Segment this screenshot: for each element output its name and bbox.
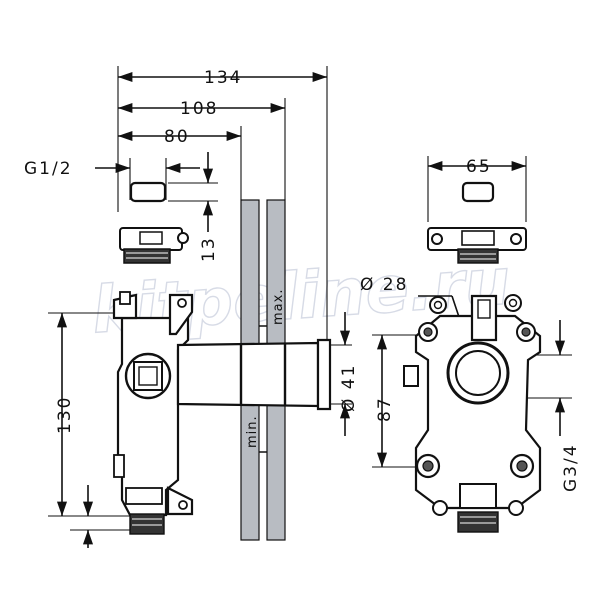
dim-65-label: 65 — [466, 157, 492, 177]
valve-body-side — [112, 291, 332, 535]
min-label: min. — [245, 415, 260, 448]
dim-28-label: Ø 28 — [360, 275, 408, 295]
dim-13-label: 13 — [199, 236, 219, 262]
dim-108-label: 108 — [180, 99, 218, 119]
dim-87-label: 87 — [375, 396, 395, 422]
dim-g34-label: G3/4 — [561, 443, 581, 492]
dim-130-label: 130 — [55, 396, 75, 434]
dim-80-label: 80 — [164, 127, 190, 147]
dim-134-label: 134 — [204, 68, 242, 88]
dim-g12-label: G1/2 — [24, 159, 73, 179]
plug-cap-right — [461, 181, 495, 203]
nut-fitting-right — [427, 227, 527, 264]
dim-41-label: Ø 41 — [339, 364, 359, 412]
nut-fitting-left — [119, 227, 189, 264]
max-label: max. — [271, 289, 286, 325]
valve-body-front — [403, 294, 542, 533]
plug-cap-left — [129, 181, 167, 203]
